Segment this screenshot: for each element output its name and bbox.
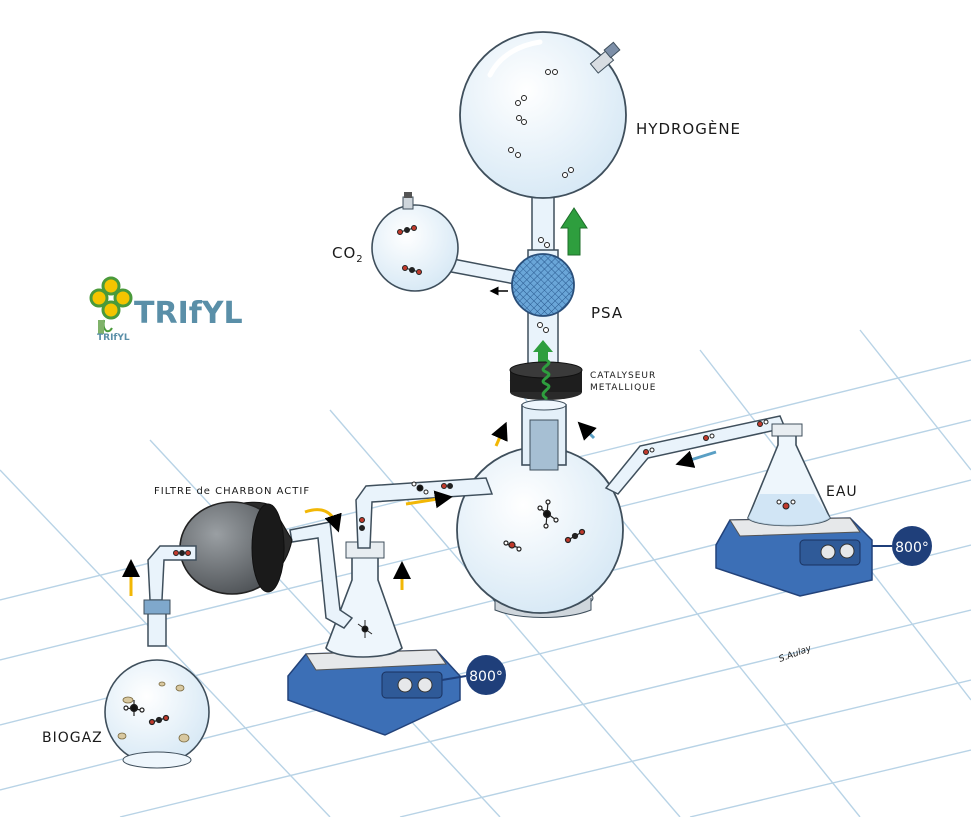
sphere-valve-icon <box>589 41 621 74</box>
middle-hotplate <box>287 649 461 736</box>
trifyl-logo: TRIfYL TRIfYL <box>89 276 243 343</box>
yellow-arrow-curve-icon <box>304 508 342 533</box>
water-flask <box>747 423 831 527</box>
water-hotplate <box>715 517 873 597</box>
middle-flask <box>325 541 403 658</box>
charcoal-filter <box>179 501 293 595</box>
knob-icon <box>839 543 855 559</box>
temp-left-value: 800° <box>469 669 503 685</box>
yellow-arrow-tube-icon <box>405 490 453 509</box>
water-label: EAU <box>826 484 858 500</box>
reactor-flask <box>456 399 624 618</box>
flask-to-reactor-tube <box>355 477 494 549</box>
co2-flask <box>371 192 521 292</box>
green-arrow-up-icon <box>560 207 588 256</box>
knob-icon <box>397 677 413 693</box>
catalyst-ring <box>509 358 583 408</box>
green-arrow-small-icon <box>533 340 553 362</box>
biogas-flask <box>104 599 210 769</box>
catalyst-label-line1: CATALYSEUR <box>590 371 656 381</box>
catalyst-coil-icon <box>541 358 551 408</box>
logo-small-text: TRIfYL <box>97 333 130 343</box>
filter-to-flask-tube <box>289 521 354 629</box>
artist-signature: S.Aulay <box>778 644 814 665</box>
hydrogen-flask <box>459 31 627 261</box>
biogas-label: BIOGAZ <box>42 730 103 746</box>
temp-badge-right: 800° <box>872 526 932 566</box>
hydrogen-label: HYDROGÈNE <box>636 119 741 138</box>
catalyst-label-line2: METALLIQUE <box>590 383 656 393</box>
psa-membrane <box>511 253 575 317</box>
blue-arrow-reactor-icon <box>577 421 597 441</box>
flower-logo-icon <box>89 276 133 334</box>
logo-wordmark: TRIfYL <box>134 296 243 331</box>
filter-label: FILTRE de CHARBON ACTIF <box>154 486 310 497</box>
temp-right-value: 800° <box>895 540 929 556</box>
knob-icon <box>820 544 836 560</box>
yellow-arrow-reactor-icon <box>491 421 508 447</box>
temp-badge-left: 800° <box>441 655 506 695</box>
biogas-to-filter-tube <box>147 545 197 601</box>
blue-arrow-water-icon <box>675 450 717 468</box>
psa-label: PSA <box>591 304 623 322</box>
knob-icon <box>417 677 433 693</box>
co2-label: CO2 <box>332 244 364 265</box>
